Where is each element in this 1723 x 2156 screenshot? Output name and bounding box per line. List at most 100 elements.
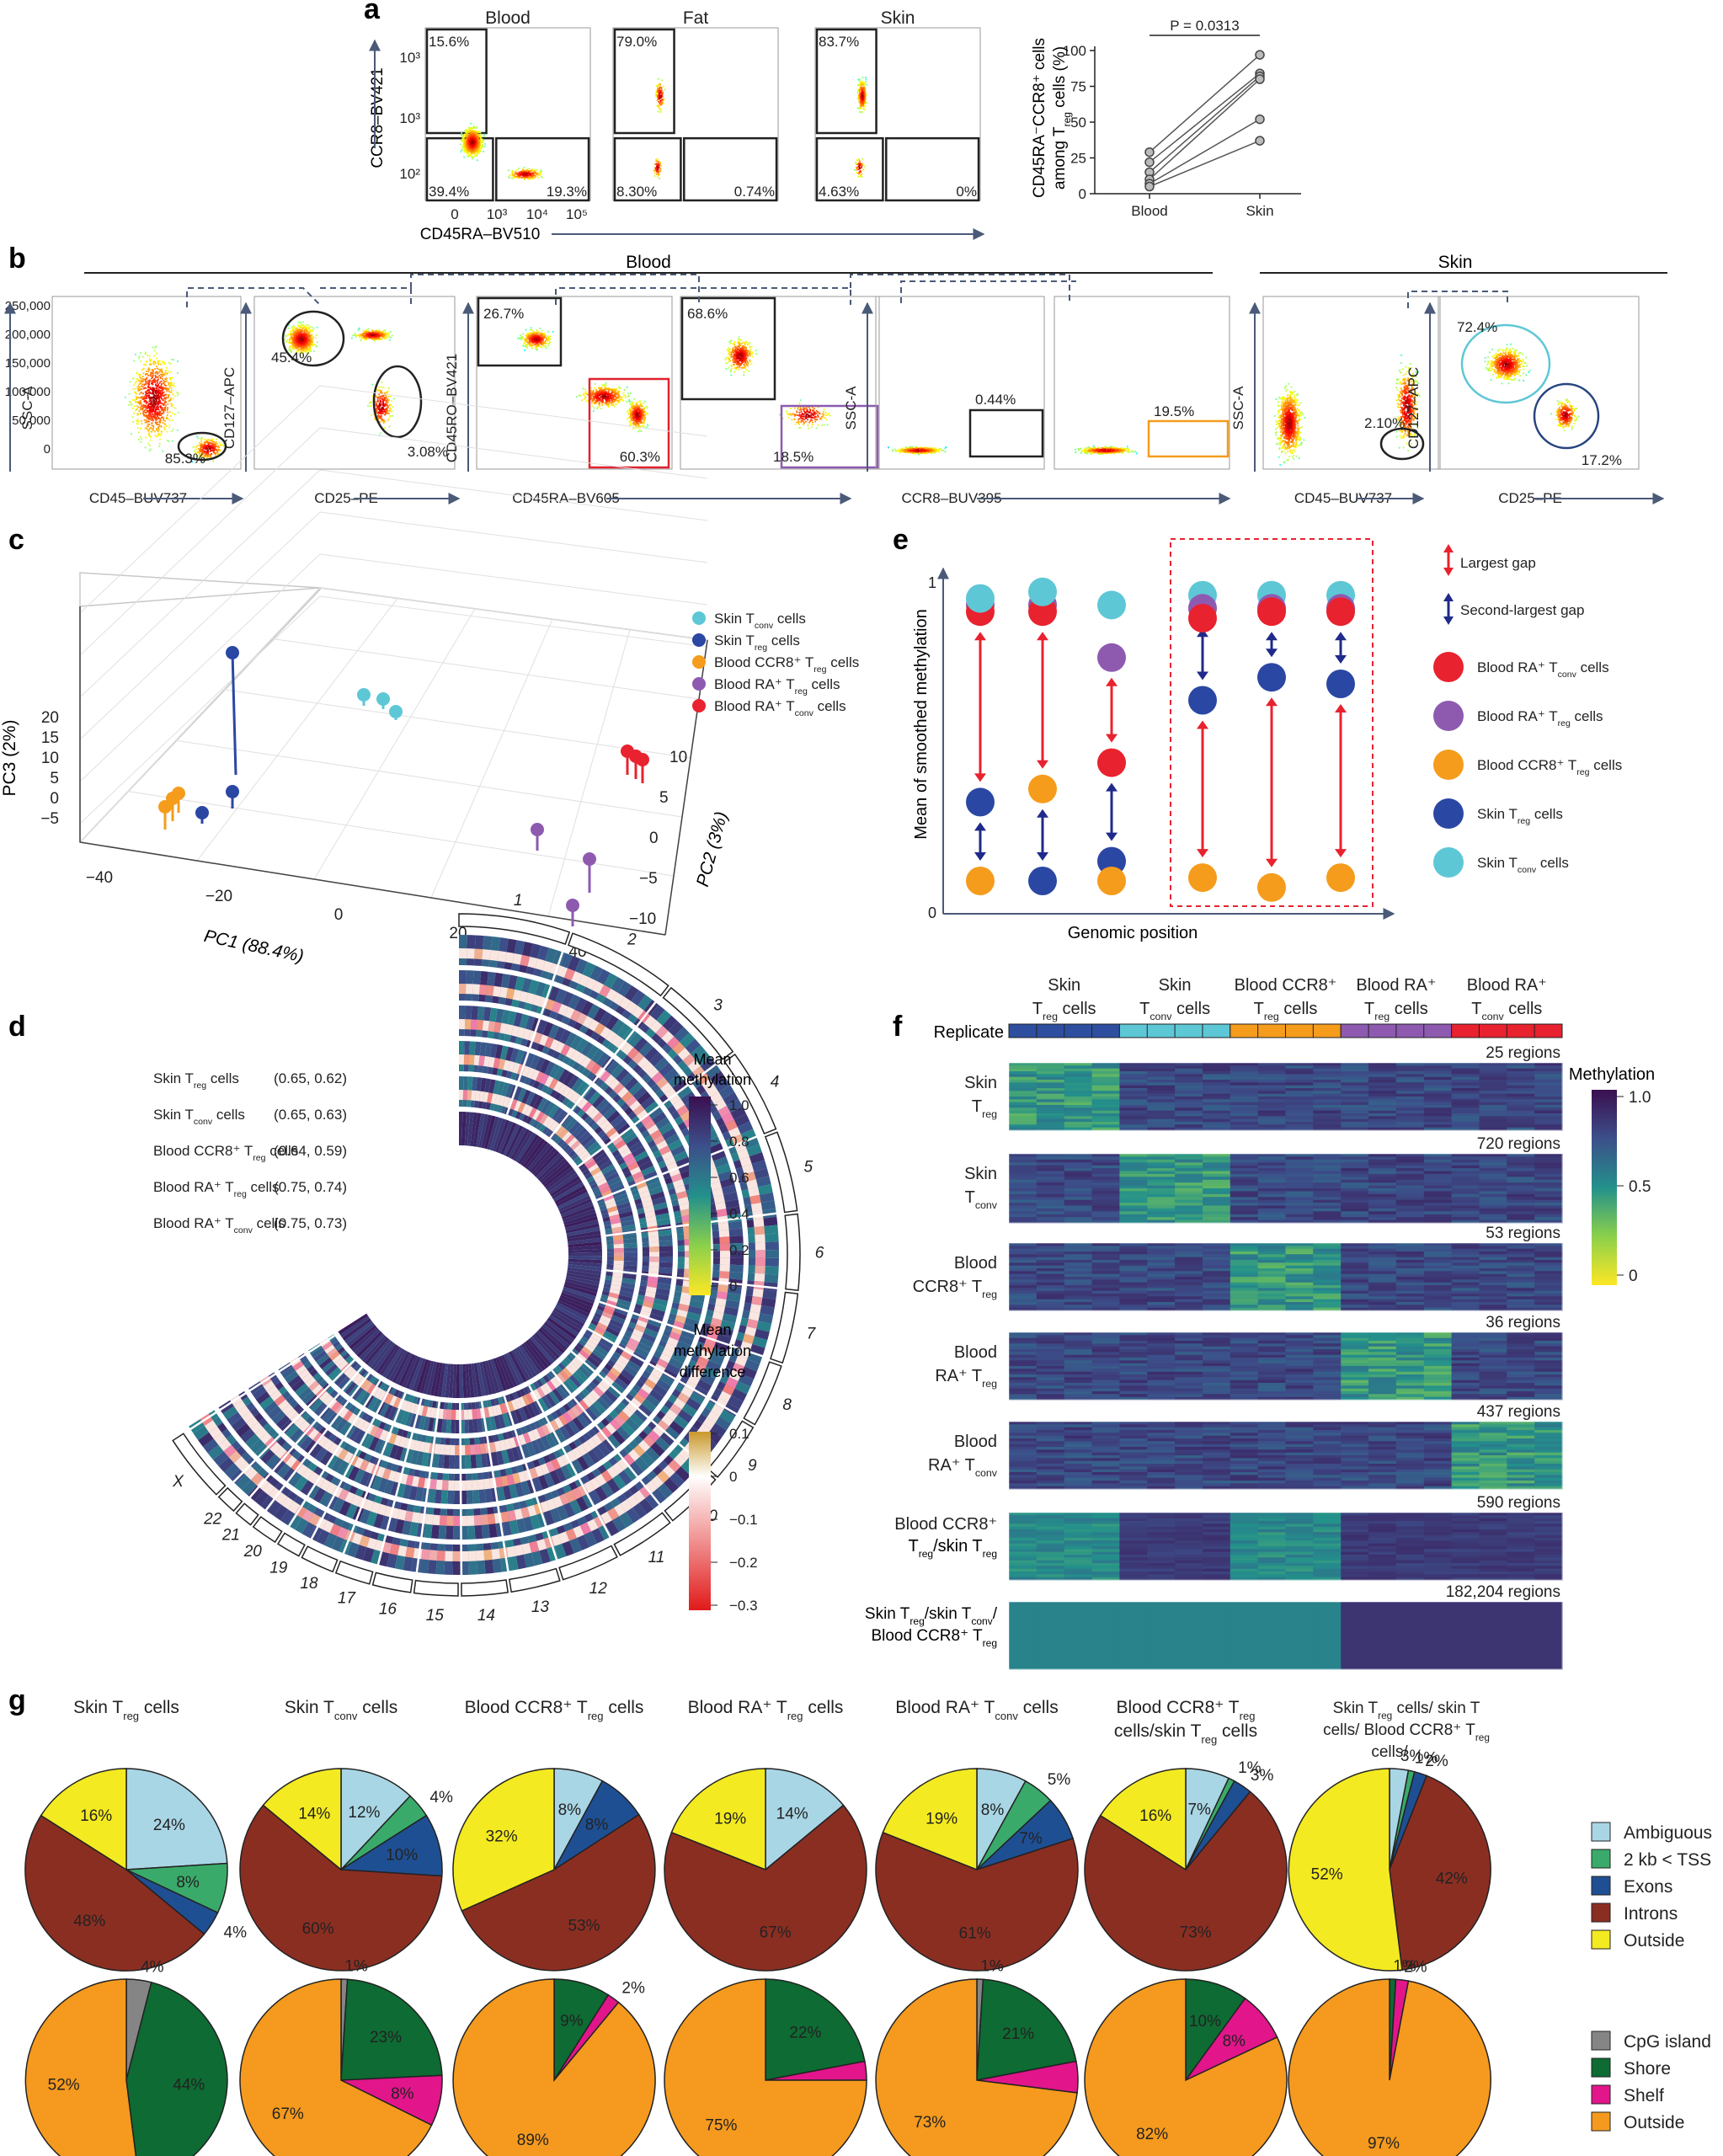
- flow-dot: [164, 410, 166, 412]
- flow-dot: [658, 78, 659, 80]
- flow-dot: [135, 401, 136, 403]
- flow-dot: [472, 143, 474, 145]
- flow-dot: [146, 419, 147, 421]
- flow-dot: [293, 325, 295, 327]
- flow-dot: [461, 135, 463, 136]
- flow-dot: [157, 381, 158, 382]
- flow-dot: [148, 384, 150, 386]
- flow-dot: [390, 410, 392, 412]
- flow-dot: [375, 336, 376, 338]
- flow-dot: [165, 424, 167, 425]
- flow-dot: [152, 382, 154, 383]
- flow-dot: [376, 403, 377, 404]
- flow-dot: [531, 327, 532, 328]
- flow-dot: [165, 372, 167, 374]
- flow-dot: [656, 161, 658, 163]
- flow-dot: [526, 335, 528, 337]
- flow-dot: [293, 339, 295, 340]
- flow-dot: [390, 396, 392, 398]
- flow-dot: [607, 405, 609, 407]
- flow-dot: [620, 387, 621, 389]
- flow-dot: [315, 337, 317, 339]
- flow-dot: [617, 392, 619, 393]
- flow-dot: [138, 439, 140, 440]
- flow-dot: [388, 419, 390, 420]
- flow-dot: [866, 79, 867, 81]
- flow-dot: [527, 174, 529, 176]
- flow-dot: [139, 383, 141, 385]
- flow-dot: [143, 364, 145, 366]
- flow-dot: [291, 339, 293, 340]
- flow-dot: [599, 394, 600, 396]
- flow-dot: [199, 442, 200, 444]
- flow-dot: [310, 329, 312, 331]
- flow-dot: [125, 397, 126, 398]
- flow-dot: [856, 160, 858, 162]
- flow-dot: [525, 339, 527, 340]
- flow-dot: [382, 420, 384, 422]
- flow-dot: [147, 355, 148, 356]
- flow-dot: [525, 179, 526, 180]
- flow-dot: [611, 398, 613, 400]
- paired-ylabel-2-sub: reg: [1061, 112, 1073, 126]
- flow-dot: [206, 445, 208, 446]
- flow-dot: [858, 85, 860, 87]
- flow-dot: [358, 334, 360, 336]
- flow-dot: [599, 387, 600, 389]
- flow-dot: [546, 339, 547, 340]
- flow-dot: [141, 439, 142, 440]
- flow-dot: [541, 339, 543, 341]
- flow-dot: [212, 460, 214, 462]
- flow-dot: [152, 376, 153, 378]
- flow-dot: [172, 385, 173, 387]
- flow-dot: [152, 384, 154, 386]
- flow-dot: [605, 387, 606, 388]
- flow-dot: [604, 385, 605, 387]
- flow-dot: [861, 167, 862, 168]
- flow-dot: [208, 440, 210, 441]
- flow-dot: [155, 411, 157, 413]
- flow-dot: [177, 395, 179, 397]
- flow-dot: [159, 369, 161, 371]
- flow-dot: [659, 103, 661, 104]
- flow-dot: [654, 173, 656, 174]
- flow-dot: [378, 337, 380, 339]
- flow-dot: [303, 327, 305, 328]
- panel-a-paired-plot: 0255075100BloodSkinP = 0.0313CD45RA⁻CCR8…: [1031, 18, 1301, 219]
- flow-dot: [135, 409, 136, 411]
- flow-dot: [864, 109, 866, 110]
- flow-dot: [461, 138, 463, 140]
- flow-dot: [550, 336, 552, 338]
- flow-dot: [538, 344, 540, 346]
- flow-dot: [148, 371, 150, 372]
- flow-dot: [385, 403, 387, 404]
- flow-dot: [140, 408, 141, 410]
- flow-dot: [157, 376, 159, 378]
- flow-dot: [145, 383, 147, 385]
- flow-dot: [163, 408, 165, 410]
- panel-a-plot-frame-1: [613, 28, 778, 200]
- flow-dot: [517, 338, 519, 339]
- flow-dot: [609, 400, 611, 402]
- flow-dot: [153, 378, 155, 380]
- flow-dot: [156, 366, 157, 367]
- flow-dot: [157, 395, 158, 397]
- flow-dot: [141, 369, 143, 371]
- flow-dot: [858, 165, 860, 167]
- flow-dot: [148, 419, 150, 420]
- flow-dot: [595, 397, 596, 398]
- flow-dot: [153, 415, 155, 417]
- flow-dot: [140, 360, 141, 362]
- flow-dot: [289, 334, 291, 335]
- flow-dot: [508, 169, 509, 171]
- flow-dot: [530, 345, 531, 347]
- flow-dot: [659, 107, 660, 109]
- flow-dot: [211, 446, 213, 447]
- flow-dot: [170, 398, 172, 400]
- flow-dot: [307, 341, 309, 343]
- flow-dot: [154, 403, 156, 405]
- flow-dot: [612, 390, 614, 392]
- flow-dot: [860, 104, 862, 105]
- flow-dot: [480, 137, 482, 139]
